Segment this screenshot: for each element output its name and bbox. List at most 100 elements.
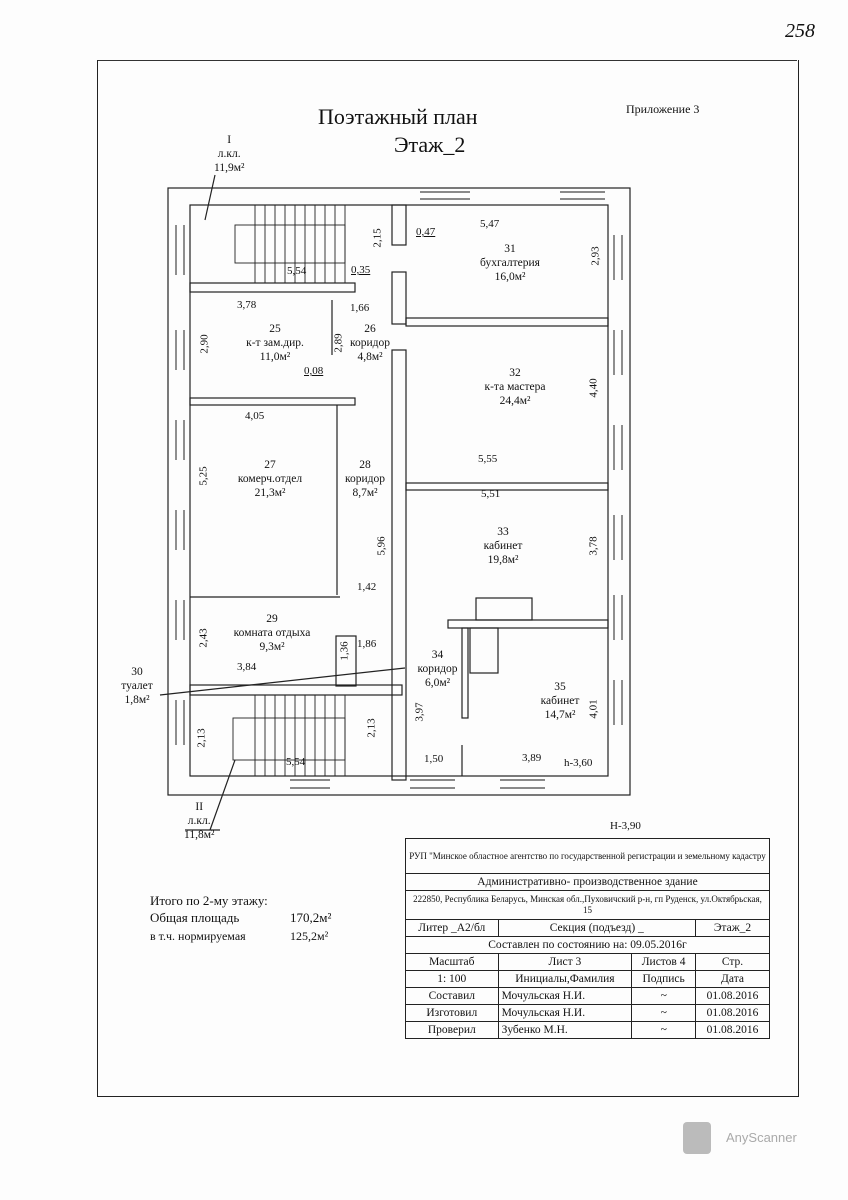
room-33: 33 кабинет 19,8м²: [468, 525, 538, 567]
dim-label: 0,35: [351, 264, 371, 276]
stair1-type: л.кл.: [217, 148, 241, 160]
room-number: 25: [269, 323, 281, 335]
room-area: 24,4м²: [499, 395, 531, 407]
corner-handwritten-number: 258: [785, 20, 815, 42]
scanner-watermark: AnyScanner: [726, 1130, 797, 1145]
dim-label: 4,40: [587, 378, 600, 398]
organization-name: РУП "Минское областное агентство по госу…: [405, 838, 770, 874]
person-name: Зубенко М.Н.: [497, 1021, 633, 1039]
room-area: 11,0м²: [259, 351, 291, 363]
dim-label: 2,90: [198, 334, 211, 354]
dim-label: 3,84: [237, 661, 257, 673]
date-header: Дата: [695, 970, 770, 988]
date: 01.08.2016: [695, 987, 770, 1005]
role: Проверил: [405, 1021, 499, 1039]
dim-label: 4,05: [245, 410, 265, 422]
dim-label: 5,25: [197, 466, 210, 486]
dim-label: 5,54: [287, 265, 307, 277]
room-area: 8,7м²: [352, 487, 378, 499]
dim-label: 5,51: [481, 488, 501, 500]
signature: ~: [631, 1004, 697, 1022]
sheet-number: Лист 3: [497, 953, 633, 971]
signature: ~: [631, 987, 697, 1005]
room-name: бухгалтерия: [480, 257, 540, 269]
room-name: к-т зам.дир.: [246, 337, 304, 349]
room-name: коридор: [349, 337, 390, 349]
total-area-label: Общая площадь: [150, 910, 240, 925]
room-number: 29: [266, 613, 278, 625]
floor-height: H-3,90: [610, 820, 641, 832]
room-area: 19,8м²: [487, 554, 519, 566]
room-number: 26: [364, 323, 376, 335]
room-name: кабинет: [540, 695, 580, 707]
dim-label: 2,13: [195, 728, 208, 748]
room-32: 32 к-та мастера 24,4м²: [470, 366, 560, 408]
room-27: 27 комерч.отдел 21,3м²: [225, 458, 315, 500]
stair1-area: 11,9м²: [214, 162, 245, 174]
room-number: 35: [554, 681, 566, 693]
date: 01.08.2016: [695, 1004, 770, 1022]
frame-top-line: [97, 60, 797, 61]
room-area: 1,8м²: [124, 694, 150, 706]
dim-label: 1,42: [357, 581, 377, 593]
room-name: к-та мастера: [484, 381, 546, 393]
room-name: туалет: [121, 680, 153, 692]
dim-label: 3,89: [522, 752, 542, 764]
dim-label: 2,13: [365, 718, 378, 738]
floor-title: Этаж_2: [394, 132, 466, 157]
dim-label: 1,66: [350, 302, 370, 314]
dim-label: 1,36: [338, 641, 351, 661]
totals-heading: Итого по 2-му этажу:: [150, 893, 268, 908]
room-area: 21,3м²: [254, 487, 286, 499]
liter: Литер _А2/бл: [405, 919, 499, 937]
room-name: комерч.отдел: [237, 473, 303, 485]
scale-value: 1: 100: [405, 970, 499, 988]
dim-label: 3,78: [587, 536, 600, 556]
state-date: Составлен по состоянию на: 09.05.2016г: [405, 936, 770, 954]
page-header: Стр.: [695, 953, 770, 971]
dim-label: 2,15: [371, 228, 384, 248]
dim-label: 0,08: [304, 365, 324, 377]
stair1-number: I: [227, 134, 232, 146]
room-number: 33: [497, 526, 509, 538]
stair2-number: II: [195, 801, 204, 813]
role: Составил: [405, 987, 499, 1005]
dim-label: 5,55: [478, 453, 498, 465]
floor: Этаж_2: [695, 919, 770, 937]
dim-label: 0,47: [416, 226, 436, 238]
dim-label: 5,96: [375, 536, 388, 556]
dim-label: 3,97: [413, 702, 426, 722]
date: 01.08.2016: [695, 1021, 770, 1039]
building-name: Административно- производственное здание: [405, 873, 770, 891]
norm-area-label: в т.ч. нормируемая: [150, 929, 246, 943]
dim-label: 4,01: [587, 699, 600, 719]
dim-label: 2,43: [197, 628, 210, 648]
room-name: кабинет: [483, 540, 523, 552]
scale-header: Масштаб: [405, 953, 499, 971]
outer-wall: [167, 187, 631, 796]
room-name: коридор: [417, 663, 458, 675]
stair2-area: 11,8м²: [184, 829, 215, 841]
room-number: 28: [359, 459, 371, 471]
title-block-table: РУП "Минское областное агентство по госу…: [405, 838, 770, 1039]
name-header: Инициалы,Фамилия: [497, 970, 633, 988]
plan-title: Поэтажный план: [318, 104, 478, 129]
total-area-value: 170,2м²: [290, 910, 332, 925]
room-number: 27: [264, 459, 276, 471]
person-name: Мочульская Н.И.: [497, 987, 633, 1005]
section: Секция (подъезд) _: [497, 919, 697, 937]
appendix-label: Приложение 3: [626, 102, 700, 116]
room-number: 32: [509, 367, 521, 379]
dim-label: 1,50: [424, 753, 444, 765]
